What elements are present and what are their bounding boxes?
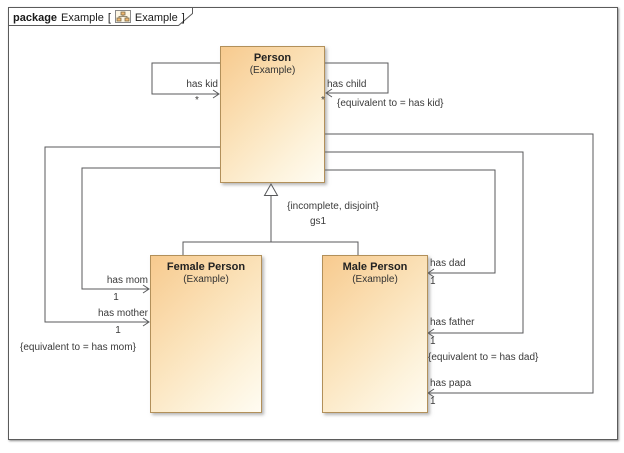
frame-bracket-close: ] [181,12,185,24]
frame-tab: package Example [ Example ] [13,10,185,26]
constraint-has-father[interactable]: {equivalent to = has dad} [428,352,539,363]
association-has-child[interactable] [325,62,389,94]
class-diagram-icon [114,10,131,26]
arrowhead-has-dad [427,268,435,278]
arrowhead-has-mom [142,284,150,294]
label-has-father[interactable]: has father [430,317,475,328]
constraint-generalization[interactable]: {incomplete, disjoint} [287,201,379,212]
multiplicity-has-mom[interactable]: 1 [113,292,119,303]
frame-diagram-name: Example [134,12,178,24]
frame-bracket-open: [ [107,12,111,24]
label-has-mother[interactable]: has mother [97,308,148,319]
frame-package-name: Example [61,12,104,24]
arrowhead-has-mother [142,317,150,327]
multiplicity-has-kid[interactable]: * [195,95,199,106]
class-male-person-package: (Example) [352,274,398,285]
association-has-kid[interactable] [151,62,220,95]
association-has-mom[interactable] [81,167,220,290]
multiplicity-has-mother[interactable]: 1 [115,325,121,336]
class-female-person-name: Female Person [166,261,246,273]
class-male-person-name: Male Person [342,261,408,273]
constraint-has-child[interactable]: {equivalent to = has kid} [337,98,444,109]
generalization-branches[interactable] [182,241,359,255]
class-person[interactable]: Person (Example) [220,46,325,183]
association-has-papa[interactable] [325,133,594,394]
class-male-person[interactable]: Male Person (Example) [322,255,428,413]
arrowhead-has-child [325,88,333,98]
arrowhead-has-father [427,328,435,338]
multiplicity-has-papa[interactable]: 1 [430,396,436,407]
frame-kind-label: package [13,12,58,24]
label-has-papa[interactable]: has papa [430,378,472,389]
frame-tab-shape [8,7,193,26]
arrowhead-has-papa [427,388,435,398]
multiplicity-has-father[interactable]: 1 [430,336,436,347]
association-has-dad[interactable] [325,169,496,274]
class-person-package: (Example) [249,65,296,76]
generalization-triangle-icon [263,182,279,196]
constraint-has-mother[interactable]: {equivalent to = has mom} [20,342,136,353]
class-female-person-package: (Example) [183,274,229,285]
label-has-dad[interactable]: has dad [430,258,466,269]
multiplicity-has-dad[interactable]: 1 [430,276,436,287]
association-has-mother[interactable] [44,146,220,323]
association-has-father[interactable] [325,151,524,334]
label-has-mom[interactable]: has mom [106,275,148,286]
label-has-kid[interactable]: has kid [186,79,218,90]
label-has-child[interactable]: has child [327,79,367,90]
label-generalization-set[interactable]: gs1 [309,216,327,227]
class-female-person[interactable]: Female Person (Example) [150,255,262,413]
arrowhead-has-kid [212,89,220,99]
class-person-name: Person [253,52,292,64]
multiplicity-has-child[interactable]: * [321,95,325,106]
